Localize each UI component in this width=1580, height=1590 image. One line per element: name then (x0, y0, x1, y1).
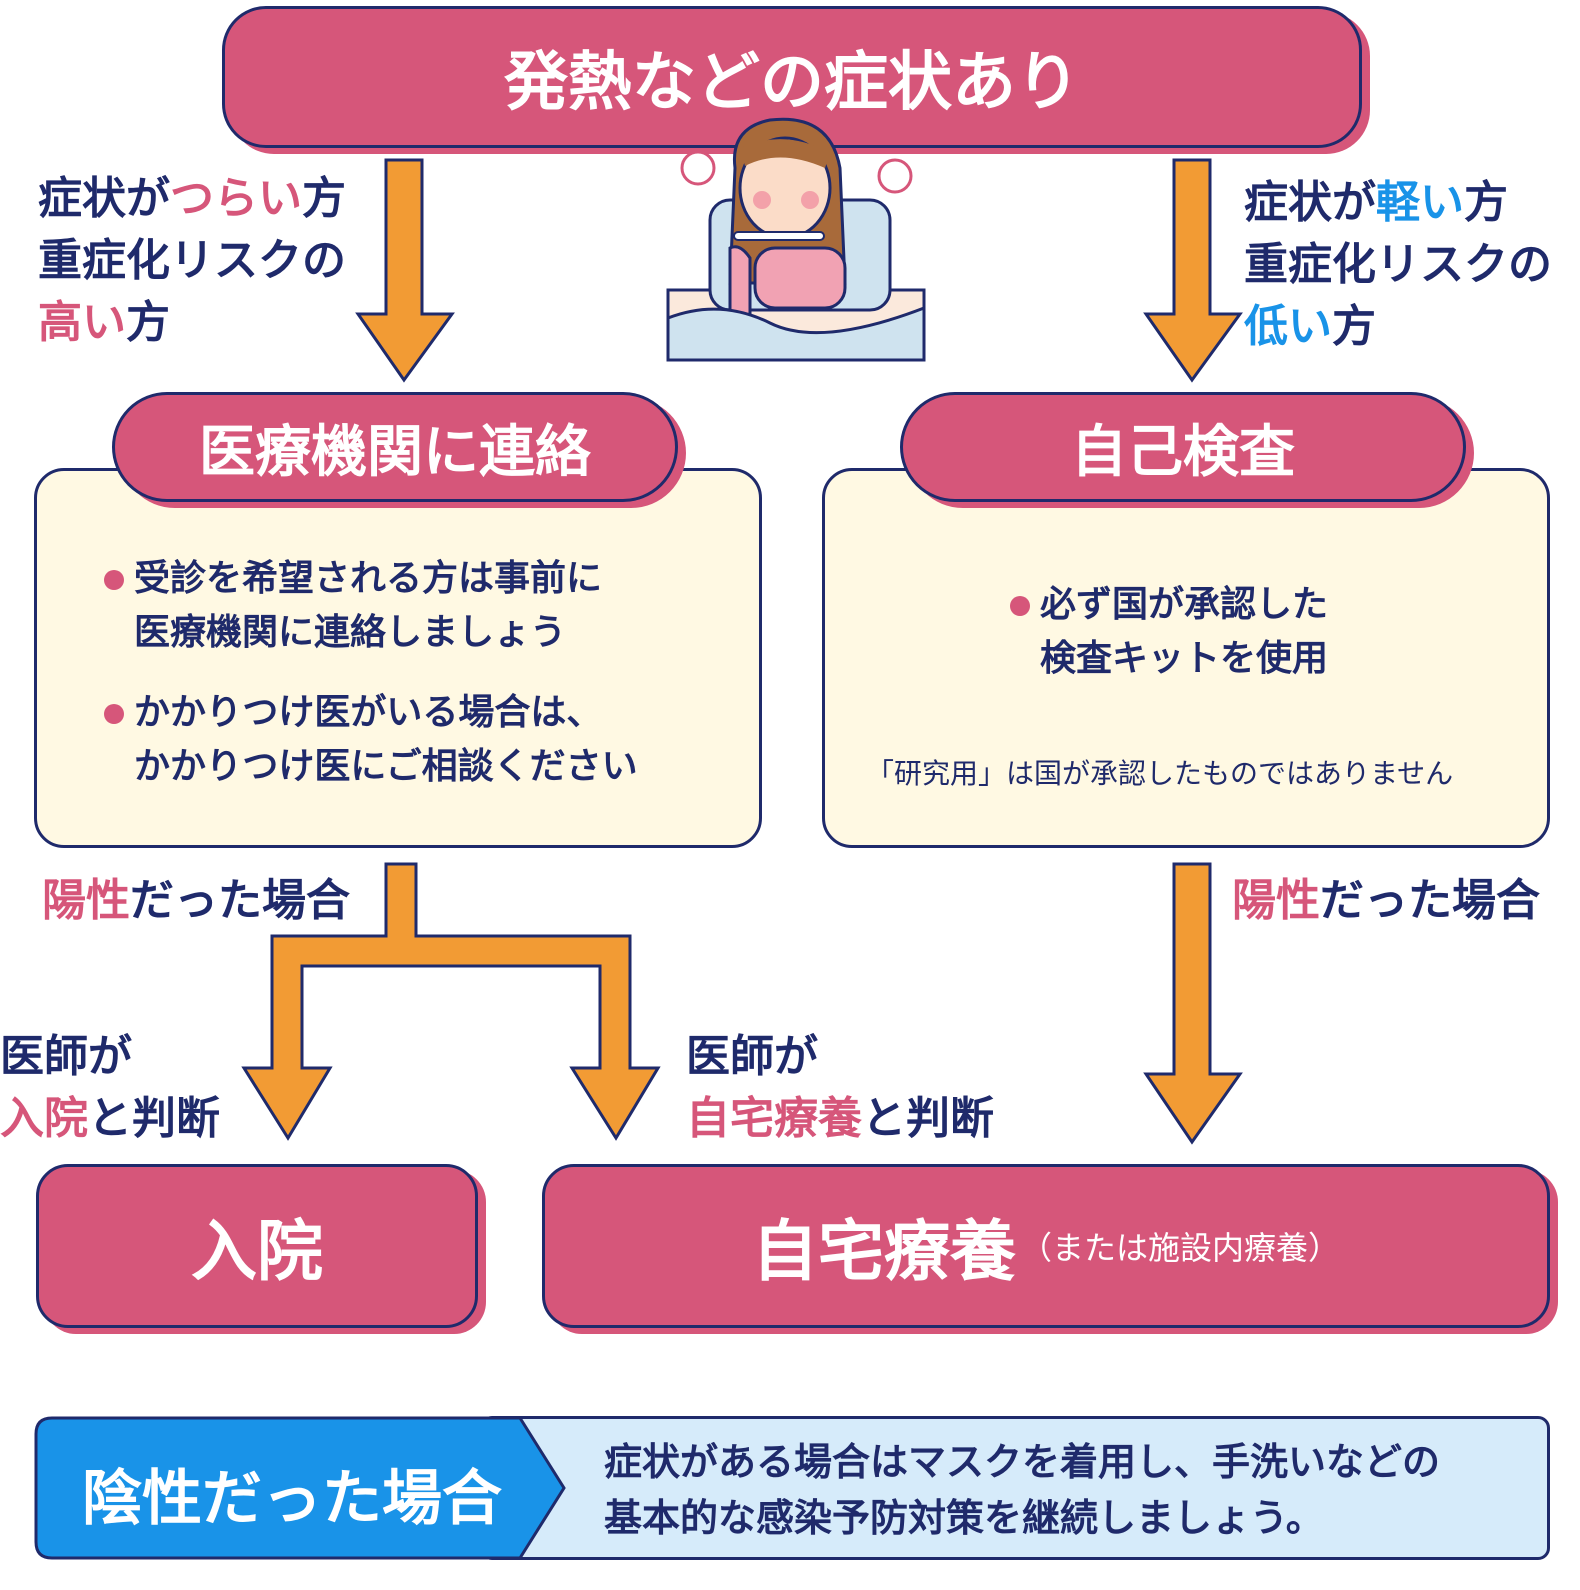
positive-left-label: 陽性だった場合 (42, 875, 350, 926)
home-care-label: 自宅療養 (751, 1213, 1016, 1290)
doctor-home-label: 医師が 自宅療養と判断 (686, 1031, 994, 1144)
top-title: 発熱などの症状あり (504, 46, 1080, 120)
negative-text: 症状がある場合はマスクを着用し、手洗いなどの 基本的な感染予防対策を継続しましょ… (604, 1440, 1441, 1540)
bullet-dot (104, 704, 124, 724)
negative-tag-shape (34, 1416, 566, 1560)
bullet-dot (104, 570, 124, 590)
negative-info-box (480, 1416, 1550, 1560)
home-care-box: 自宅療養 （または施設内療養） (542, 1164, 1550, 1328)
sick-person-illustration (666, 117, 926, 362)
selftest-bullet-1: 必ず国が承認した 検査キットを使用 (1010, 578, 1328, 686)
negative-tag: 陰性だった場合 (82, 1464, 502, 1534)
selftest-info-box (822, 468, 1550, 848)
arrow-right-down (1143, 158, 1243, 383)
home-care-sub: （または施設内療養） (1019, 1229, 1340, 1267)
hospital-box: 入院 (36, 1164, 478, 1328)
bullet-dot (1010, 596, 1030, 616)
positive-right-label: 陽性だった場合 (1232, 875, 1540, 926)
left-condition-text: 症状がつらい方 重症化リスクの 高い方 (38, 173, 346, 348)
selftest-note: 「研究用」は国が承認したものではありません (866, 757, 1454, 790)
right-condition-text: 症状が軽い方 重症化リスクの 低い方 (1244, 177, 1552, 352)
contact-info-box (34, 468, 762, 848)
arrow-left-down (355, 158, 455, 383)
contact-title-pill: 医療機関に連絡 (112, 392, 678, 502)
branch-arrow (241, 862, 661, 1141)
contact-bullet-1: 受診を希望される方は事前に 医療機関に連絡しましょう (104, 552, 602, 660)
selftest-title-pill: 自己検査 (900, 392, 1466, 502)
doctor-hospital-label: 医師が 入院と判断 (0, 1031, 220, 1144)
arrow-right-long (1143, 862, 1243, 1145)
contact-bullet-2: かかりつけ医がいる場合は、 かかりつけ医にご相談ください (104, 686, 638, 794)
